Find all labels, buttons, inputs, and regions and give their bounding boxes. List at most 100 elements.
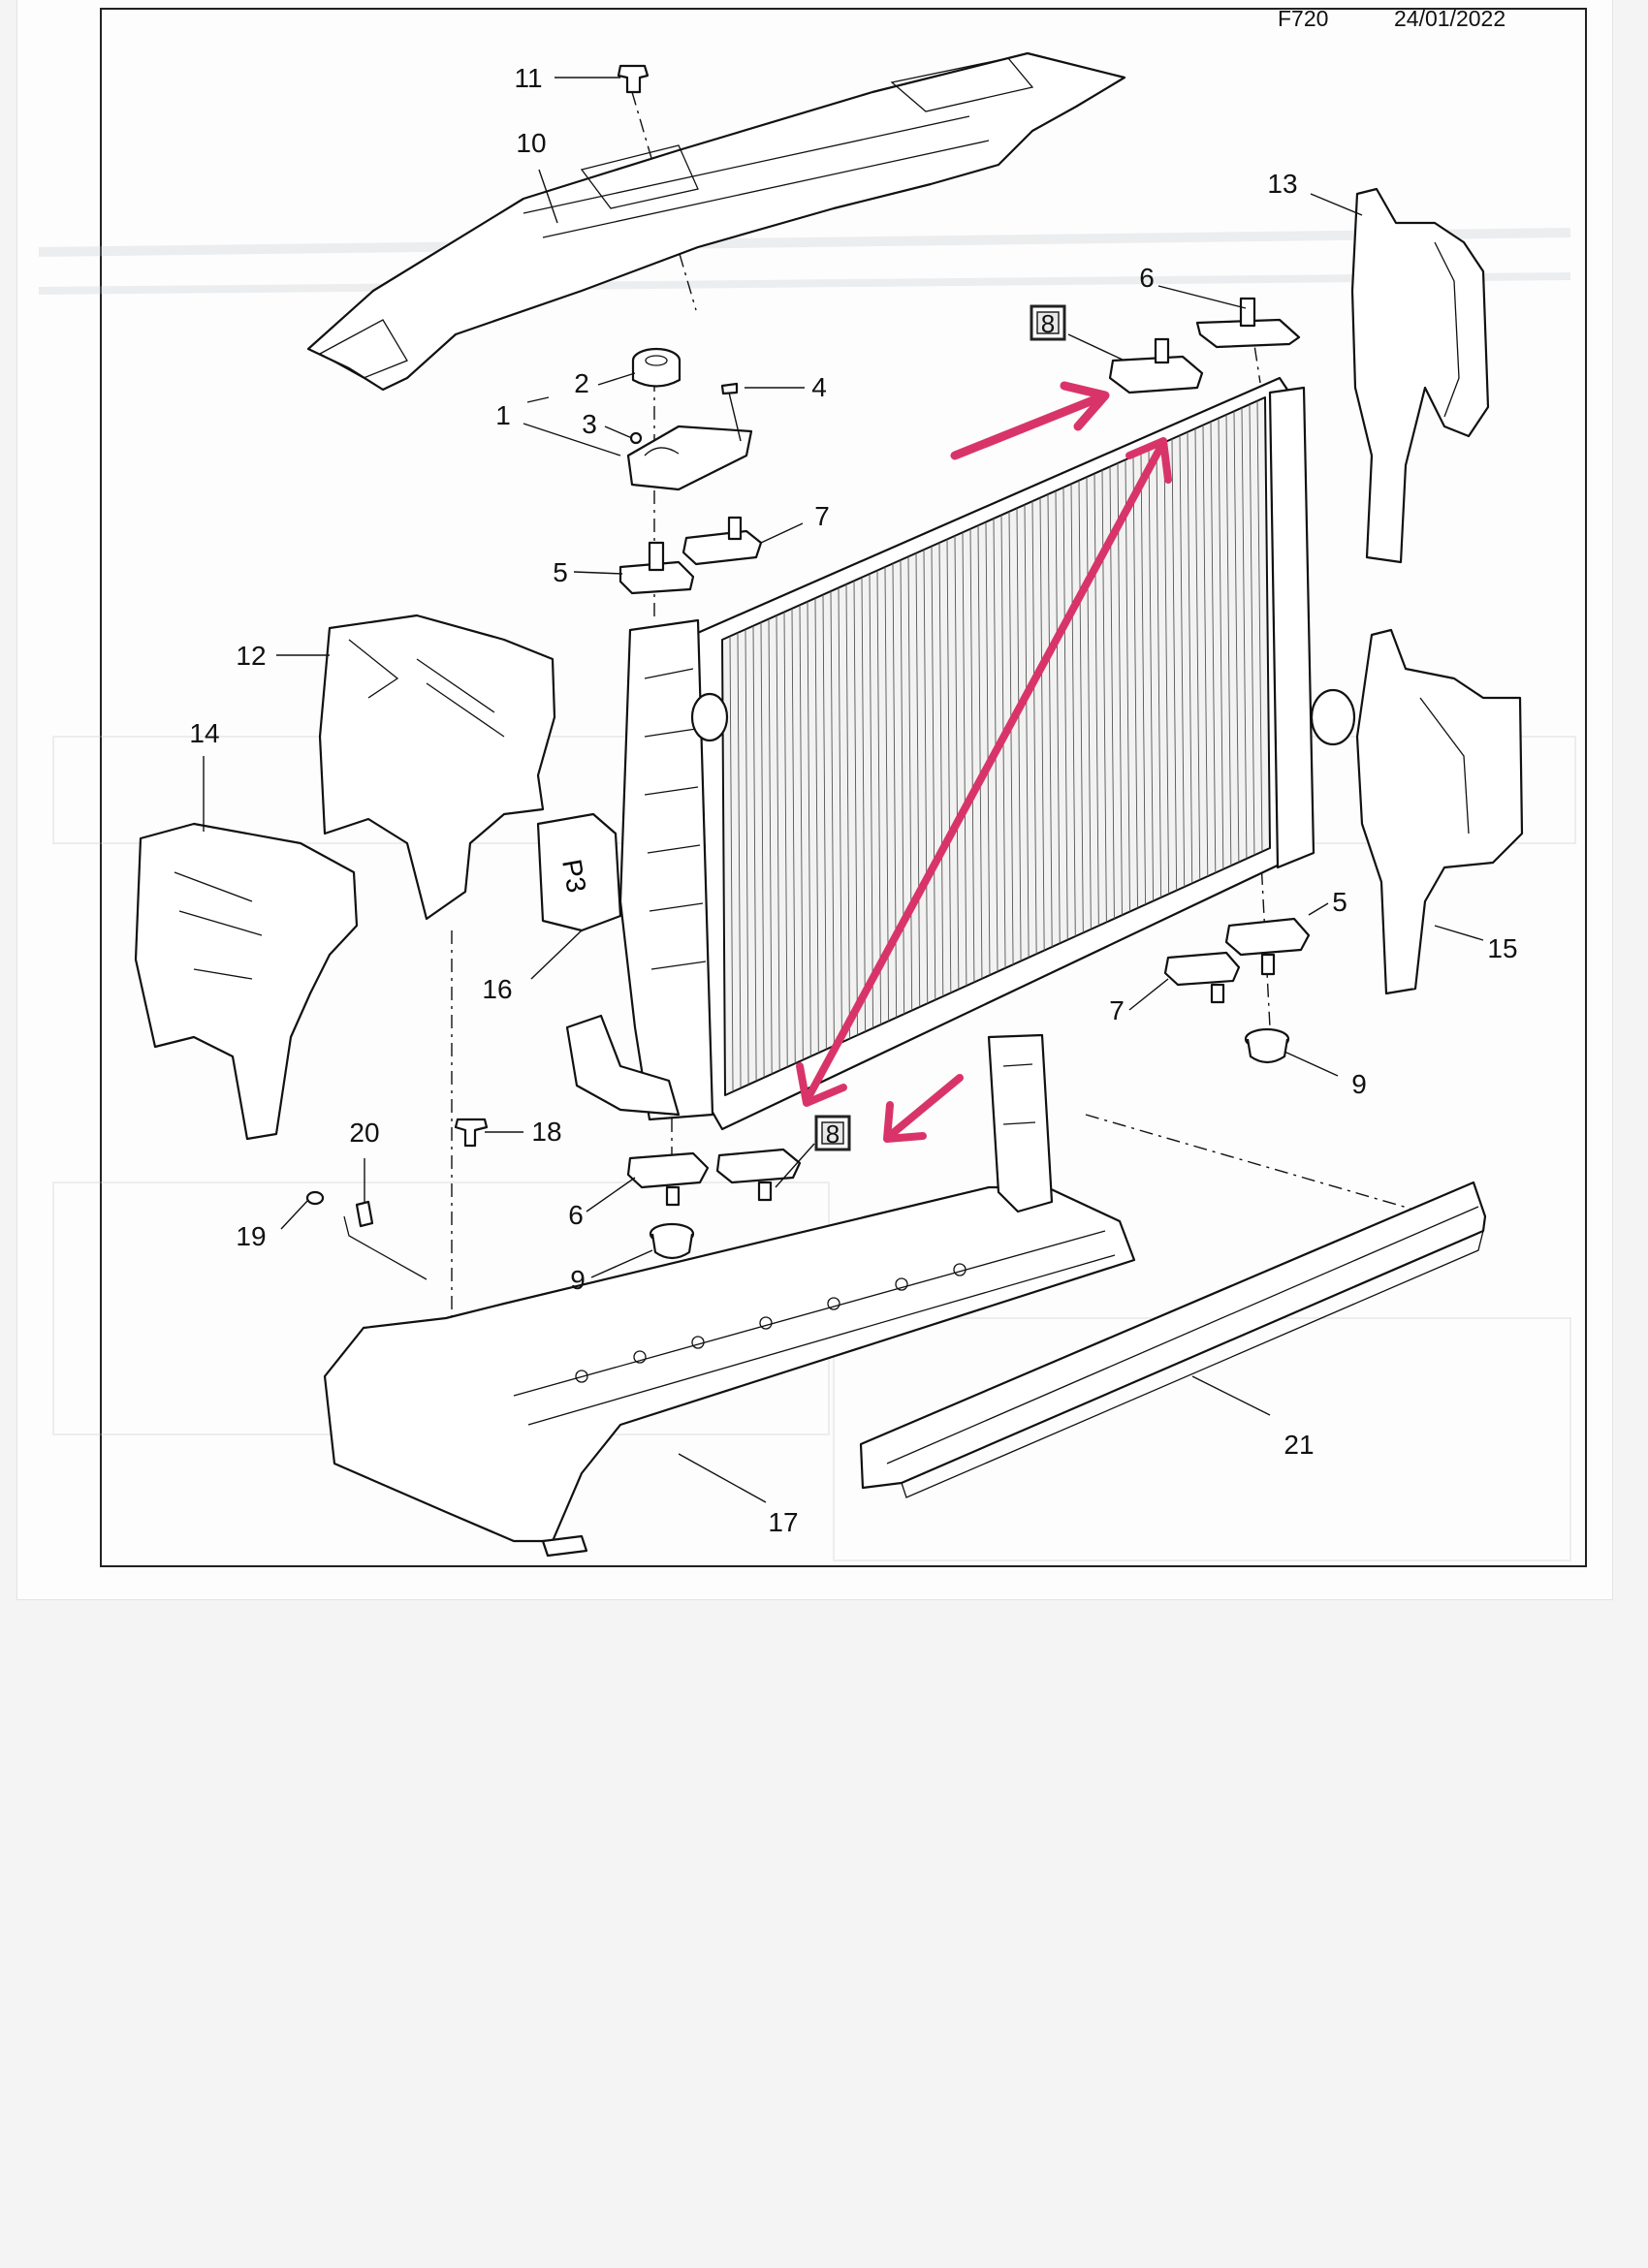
radiator-fin-line — [1031, 501, 1037, 955]
left-air-duct-upper — [318, 614, 556, 921]
radiator-fin-line — [946, 539, 952, 993]
radiator-fin-line — [900, 559, 905, 1015]
callout-6-top: 6 — [1139, 263, 1155, 293]
grommet-9-left — [649, 1222, 695, 1260]
callout-17: 17 — [768, 1507, 798, 1537]
lower-mount-5 — [1224, 917, 1311, 976]
callout-8b: 8 — [826, 1119, 840, 1149]
radiator-fin-line — [737, 632, 742, 1088]
callout-8a: 8 — [1041, 309, 1055, 338]
radiator-fin-line — [1024, 504, 1030, 958]
radiator-fins — [729, 400, 1263, 1092]
radiator-fin-line — [1070, 484, 1076, 937]
callout-4: 4 — [811, 372, 827, 402]
radiator-fin-line — [869, 574, 873, 1028]
callout-5-bottom: 5 — [1332, 887, 1347, 917]
radiator-fin-line — [1140, 453, 1146, 905]
washer-19 — [305, 1190, 325, 1206]
radiator-fin-line — [977, 525, 983, 979]
radiator-fin-line — [1086, 477, 1092, 929]
radiator-fin-line — [1093, 473, 1099, 927]
radiator-fin-line — [962, 532, 967, 987]
callout-11: 11 — [514, 63, 542, 93]
right-air-duct-lower — [1355, 628, 1524, 995]
radiator-fin-line — [1171, 438, 1178, 891]
radiator-fin-line — [907, 556, 913, 1011]
radiator-fin-line — [923, 550, 929, 1004]
radiator-fin-line — [1249, 404, 1255, 856]
radiator-fin-line — [1241, 407, 1248, 859]
radiator-fin-line — [838, 587, 842, 1043]
callout-5-top: 5 — [553, 557, 568, 587]
callout-7-bottom: 7 — [1109, 995, 1125, 1025]
callout-15: 15 — [1487, 933, 1517, 963]
radiator-fin-line — [1132, 456, 1138, 908]
radiator-fin-line — [1187, 431, 1193, 884]
radiator-fin-line — [853, 581, 858, 1036]
callout-9-left: 9 — [570, 1265, 586, 1295]
callout-9-right: 9 — [1351, 1069, 1367, 1099]
callout-14: 14 — [189, 718, 219, 748]
radiator-fin-line — [1156, 445, 1162, 898]
radiator-fin-line — [1233, 411, 1240, 863]
callout-1: 1 — [495, 400, 511, 430]
callout-leader-lines — [203, 77, 1484, 1503]
radiator-fin-line — [1163, 442, 1170, 895]
callout-6-bottom: 6 — [568, 1200, 584, 1230]
drawing-date: 24/01/2022 — [1394, 6, 1506, 31]
radiator-fin-line — [876, 570, 882, 1025]
lower-mount-8 — [715, 1148, 802, 1202]
upper-mount-bracket — [626, 425, 753, 491]
radiator-fin-line — [1062, 487, 1068, 940]
lower-mount-6 — [626, 1151, 710, 1207]
drawing-frame — [100, 8, 1587, 1567]
radiator-fin-line — [1148, 449, 1155, 901]
radiator-fin-line — [1225, 414, 1232, 866]
clip-18 — [454, 1118, 489, 1148]
red-annotation-arrows — [796, 381, 1172, 1143]
radiator-fin-line — [776, 614, 780, 1071]
radiator-fin-line — [745, 629, 749, 1086]
radiator-fin-line — [822, 594, 827, 1050]
small-screw-part — [629, 431, 643, 445]
foam-block-part: P3 — [536, 812, 622, 932]
radiator-fin-line — [783, 612, 788, 1067]
radiator-fin-line — [1125, 459, 1130, 912]
crossmember-holes — [575, 1263, 967, 1383]
drawing-code: F720 — [1278, 6, 1329, 31]
callout-16: 16 — [482, 974, 512, 1004]
right-air-duct-upper — [1350, 187, 1490, 564]
upper-mount-6 — [1195, 297, 1301, 349]
radiator-core — [618, 376, 1356, 1131]
upper-mount-8 — [1108, 337, 1204, 394]
foam-block-marking: P3 — [556, 857, 591, 895]
push-clip-part — [617, 64, 650, 94]
lower-crossmember — [323, 1033, 1136, 1558]
radiator-fin-line — [729, 636, 734, 1092]
bracket-20 — [343, 1200, 428, 1280]
radiator-fin-line — [985, 521, 991, 976]
grommet-part — [631, 347, 681, 388]
radiator-fin-line — [791, 608, 796, 1064]
callout-20: 20 — [349, 1118, 379, 1148]
radiator-fin-line — [938, 542, 944, 997]
radiator-fin-line — [814, 598, 819, 1054]
radiator-fin-line — [1117, 462, 1123, 916]
radiator-fin-line — [752, 625, 757, 1082]
radiator-fin-line — [845, 583, 850, 1039]
radiator-fin-line — [760, 622, 765, 1078]
radiator-fin-line — [807, 601, 811, 1056]
boxed-callout-8-bottom: 8 — [814, 1115, 851, 1151]
radiator-fin-line — [830, 590, 835, 1047]
radiator-fin-line — [915, 552, 921, 1007]
radiator-fin-line — [1218, 418, 1224, 869]
callout-numbers: 11 10 2 4 1 3 7 5 6 13 12 14 16 5 15 7 9… — [189, 63, 1517, 1537]
radiator-fin-line — [1008, 511, 1014, 965]
radiator-fin-line — [799, 605, 804, 1060]
callout-21: 21 — [1284, 1430, 1314, 1460]
callout-18: 18 — [531, 1117, 561, 1147]
radiator-fin-line — [1016, 508, 1022, 961]
radiator-fin-line — [1194, 428, 1201, 880]
